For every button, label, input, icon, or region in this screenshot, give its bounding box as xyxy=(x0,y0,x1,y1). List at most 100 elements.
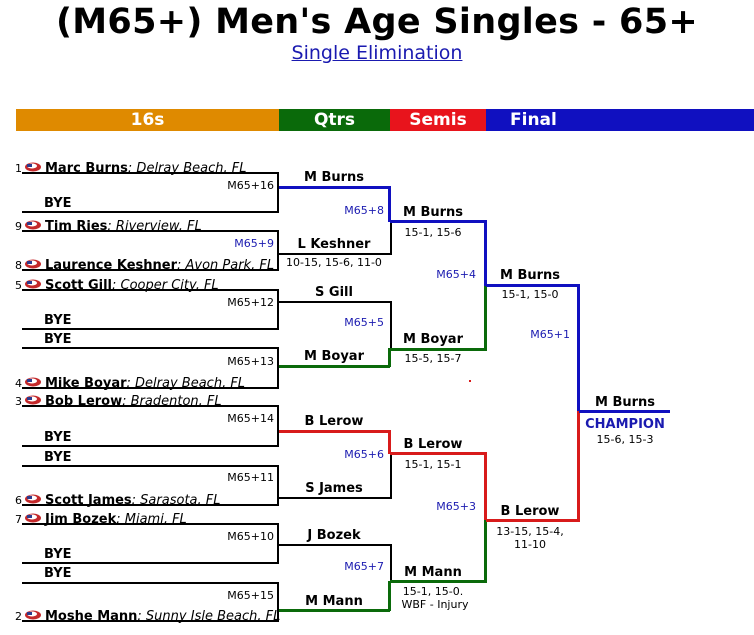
player-name[interactable]: Scott James xyxy=(45,493,132,508)
qf-slot-name: M Burns xyxy=(303,170,365,185)
player-entry: 1 Marc Burns: Delray Beach, FL xyxy=(15,157,246,176)
player-entry: 3 Bob Lerow: Bradenton, FL xyxy=(15,390,222,409)
bye-entry: BYE xyxy=(44,332,72,347)
match-note: WBF - Injury xyxy=(401,598,469,611)
sf-slot-name: M Burns xyxy=(402,205,464,220)
match-score: 13-15, 15-4, xyxy=(496,525,564,538)
usa-flag-icon xyxy=(24,158,42,172)
match-label[interactable]: M65+4 xyxy=(436,268,476,281)
round-band-16s: 16s xyxy=(16,109,279,131)
player-city: : Cooper City, FL xyxy=(112,278,219,293)
player-entry: 2 Moshe Mann: Sunny Isle Beach, FL xyxy=(15,605,280,624)
stray-dot xyxy=(469,380,471,382)
bye-entry: BYE xyxy=(44,430,72,445)
match-label[interactable]: M65+6 xyxy=(344,448,384,461)
match-score: 15-1, 15-0 xyxy=(501,288,559,301)
match-label[interactable]: M65+1 xyxy=(530,328,570,341)
match-label[interactable]: M65+8 xyxy=(344,204,384,217)
round-band-qtrs: Qtrs xyxy=(279,109,390,131)
usa-flag-icon xyxy=(24,255,42,269)
bye-entry: BYE xyxy=(44,547,72,562)
player-name[interactable]: Scott Gill xyxy=(45,278,112,293)
match-score: 11-10 xyxy=(514,538,546,551)
match-label[interactable]: M65+3 xyxy=(436,500,476,513)
seed-number: 9 xyxy=(15,220,22,233)
bye-entry: BYE xyxy=(44,450,72,465)
seed-number: 6 xyxy=(15,494,22,507)
usa-flag-icon xyxy=(24,391,42,405)
player-name[interactable]: Tim Ries xyxy=(45,219,108,234)
round-label: 16s xyxy=(130,110,165,130)
bracket-type-link[interactable]: Single Elimination xyxy=(291,42,463,64)
qf-slot-name: S Gill xyxy=(315,285,353,300)
qf-slot-name: J Bozek xyxy=(307,528,361,543)
match-label[interactable]: M65+13 xyxy=(227,355,274,368)
player-city: : Sunny Isle Beach, FL xyxy=(137,609,281,624)
qf-slot-name: B Lerow xyxy=(304,414,364,429)
player-name[interactable]: Jim Bozek xyxy=(45,512,117,527)
player-name[interactable]: Moshe Mann xyxy=(45,609,138,624)
final-slot-name: M Burns xyxy=(499,268,561,283)
champion-score: 15-6, 15-3 xyxy=(596,433,654,446)
match-score: 15-5, 15-7 xyxy=(404,352,462,365)
page-title: (M65+) Men's Age Singles - 65+ xyxy=(56,2,698,42)
round-label: Semis xyxy=(409,110,467,130)
player-entry: 9 Tim Ries: Riverview, FL xyxy=(15,215,202,234)
qf-slot-name: L Keshner xyxy=(297,237,371,252)
usa-flag-icon xyxy=(24,490,42,504)
player-name[interactable]: Marc Burns xyxy=(45,161,128,176)
seed-number: 1 xyxy=(15,162,22,175)
round-label: Qtrs xyxy=(313,110,356,130)
seed-number: 2 xyxy=(15,610,22,623)
player-entry: 4 Mike Boyar: Delray Beach, FL xyxy=(15,372,245,391)
sf-slot-name: B Lerow xyxy=(403,437,463,452)
player-entry: 6 Scott James: Sarasota, FL xyxy=(15,489,221,508)
match-score: 15-1, 15-0. xyxy=(402,585,464,598)
player-name[interactable]: Laurence Keshner xyxy=(45,258,177,273)
sf-slot-name: M Boyar xyxy=(403,332,463,347)
player-city: : Avon Park, FL xyxy=(176,258,275,273)
player-city: : Sarasota, FL xyxy=(131,493,221,508)
match-label[interactable]: M65+12 xyxy=(227,296,274,309)
player-city: : Delray Beach, FL xyxy=(126,376,246,391)
player-name[interactable]: Bob Lerow xyxy=(45,394,123,409)
usa-flag-icon xyxy=(24,216,42,230)
match-score: 15-1, 15-6 xyxy=(404,226,462,239)
usa-flag-icon xyxy=(24,275,42,289)
bye-entry: BYE xyxy=(44,313,72,328)
match-label[interactable]: M65+5 xyxy=(344,316,384,329)
match-label[interactable]: M65+11 xyxy=(227,471,274,484)
player-city: : Miami, FL xyxy=(116,512,187,527)
player-city: : Riverview, FL xyxy=(107,219,202,234)
player-entry: 5 Scott Gill: Cooper City, FL xyxy=(15,274,219,293)
qf-slot-name: M Mann xyxy=(305,594,363,609)
match-label[interactable]: M65+10 xyxy=(227,530,274,543)
seed-number: 3 xyxy=(15,395,22,408)
player-city: : Bradenton, FL xyxy=(122,394,222,409)
seed-number: 4 xyxy=(15,377,22,390)
qf-slot-name: S James xyxy=(305,481,363,496)
sf-slot-name: M Mann xyxy=(404,565,462,580)
usa-flag-icon xyxy=(24,373,42,387)
match-label[interactable]: M65+7 xyxy=(344,560,384,573)
player-name[interactable]: Mike Boyar xyxy=(45,376,127,391)
usa-flag-icon xyxy=(24,509,42,523)
champion-name: M Burns xyxy=(594,395,656,410)
player-city: : Delray Beach, FL xyxy=(127,161,247,176)
match-label[interactable]: M65+9 xyxy=(234,237,274,250)
qf-slot-name: M Boyar xyxy=(304,349,364,364)
match-label[interactable]: M65+16 xyxy=(227,179,274,192)
match-label[interactable]: M65+14 xyxy=(227,412,274,425)
bye-entry: BYE xyxy=(44,566,72,581)
final-slot-name: B Lerow xyxy=(500,504,560,519)
match-score: 15-1, 15-1 xyxy=(404,458,462,471)
round-band-final: Final xyxy=(486,109,754,131)
usa-flag-icon xyxy=(24,606,42,620)
seed-number: 5 xyxy=(15,279,22,292)
champion-label: CHAMPION xyxy=(585,417,665,432)
bye-entry: BYE xyxy=(44,196,72,211)
round-label: Final xyxy=(510,110,557,130)
match-label[interactable]: M65+15 xyxy=(227,589,274,602)
